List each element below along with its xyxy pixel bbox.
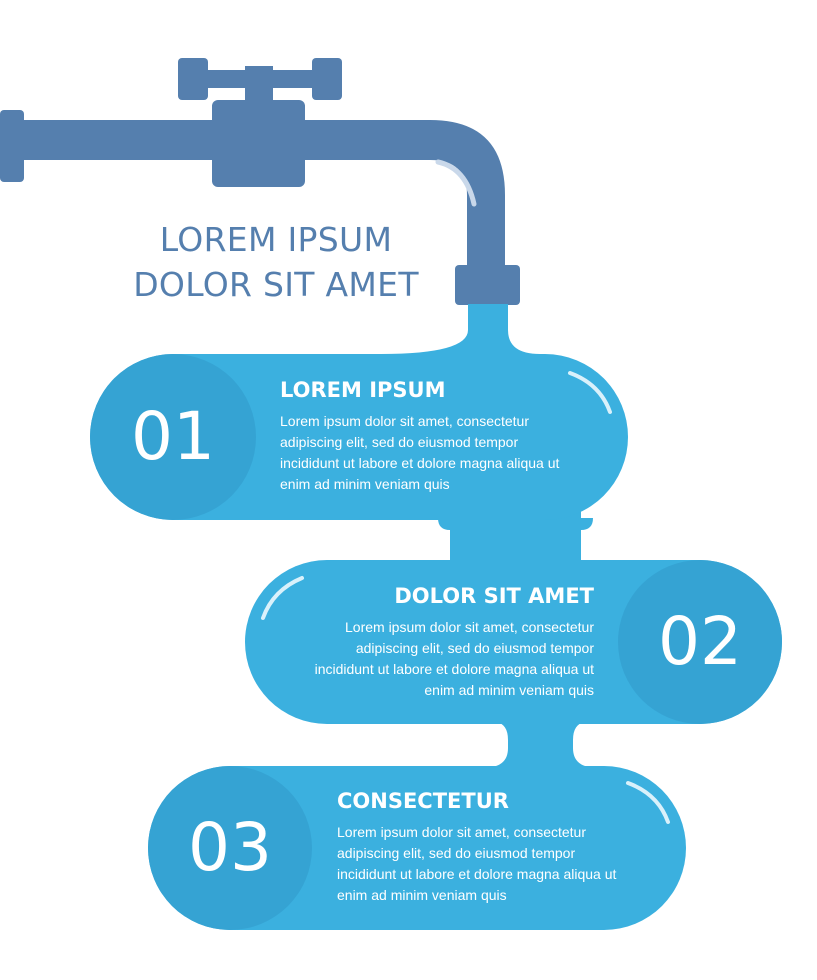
faucet-icon: [0, 58, 520, 305]
step-3-card: [148, 766, 686, 930]
step-2-heading: DOLOR SIT AMET: [394, 584, 594, 608]
step-2-circle: [618, 560, 782, 724]
step-1-circle: [90, 354, 256, 520]
step-3-line-1: Lorem ipsum dolor sit amet, consectetur: [337, 824, 586, 840]
step-2-number: 02: [658, 603, 742, 680]
step-1-line-1: Lorem ipsum dolor sit amet, consectetur: [280, 413, 529, 429]
step-3-circle: [148, 766, 312, 930]
step-1-line-4: enim ad minim veniam quis: [280, 476, 450, 492]
page-title-line-1: LOREM IPSUM: [159, 220, 393, 259]
step-1-number: 01: [131, 398, 215, 475]
step-1-heading: LOREM IPSUM: [280, 378, 446, 402]
step-1-line-2: adipiscing elit, sed do eiusmod tempor: [280, 434, 519, 450]
step-3-description: Lorem ipsum dolor sit amet, consectetur …: [337, 822, 657, 906]
step-1-description: Lorem ipsum dolor sit amet, consectetur …: [280, 411, 600, 495]
water-stream-icon: [380, 304, 540, 354]
step-3-line-3: incididunt ut labore et dolore magna ali…: [337, 866, 617, 882]
step-2-description: Lorem ipsum dolor sit amet, consectetur …: [274, 617, 594, 701]
step-3-heading: CONSECTETUR: [337, 789, 509, 813]
step-1-line-3: incididunt ut labore et dolore magna ali…: [280, 455, 560, 471]
page-title-line-2: DOLOR SIT AMET: [133, 265, 419, 304]
step-2-line-4: enim ad minim veniam quis: [424, 682, 594, 698]
step-1-card: [90, 354, 628, 520]
step-2-line-3: incididunt ut labore et dolore magna ali…: [314, 661, 594, 677]
step-3-line-2: adipiscing elit, sed do eiusmod tempor: [337, 845, 576, 861]
step-2-card: [245, 560, 782, 724]
step-3-line-4: enim ad minim veniam quis: [337, 887, 507, 903]
step-2-line-1: Lorem ipsum dolor sit amet, consectetur: [345, 619, 594, 635]
step-2-line-2: adipiscing elit, sed do eiusmod tempor: [355, 640, 594, 656]
step-3-number: 03: [188, 809, 272, 886]
